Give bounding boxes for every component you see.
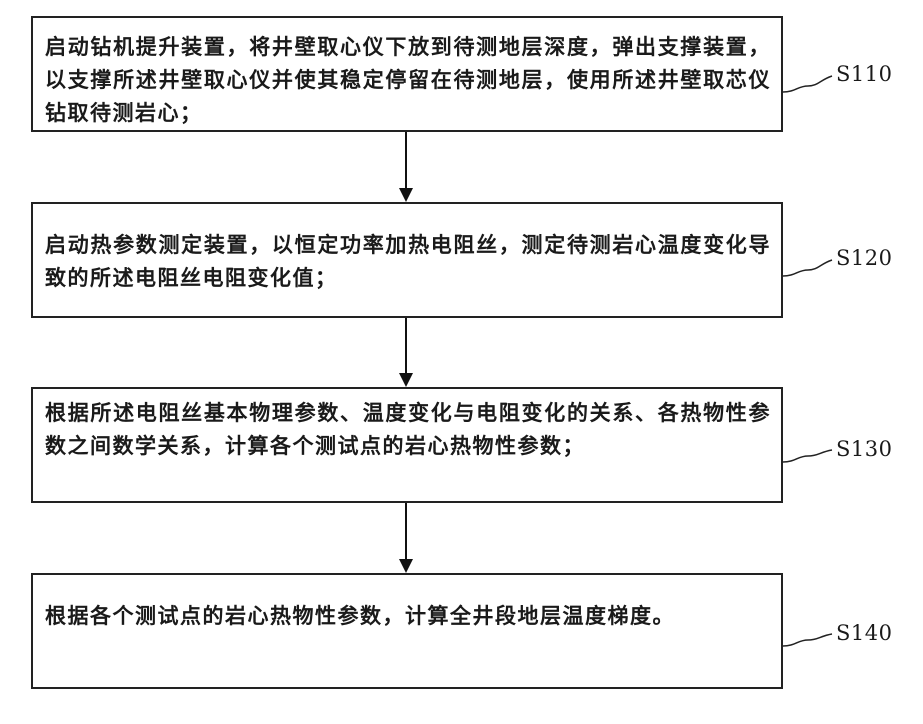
- step-label-s120: S120: [836, 246, 892, 270]
- step-label-s110: S110: [836, 62, 892, 86]
- leader-line-s130: [783, 450, 832, 462]
- flow-arrow-s120-s130: [399, 318, 413, 387]
- step-text-s110: 启动钻机提升装置，将井壁取心仪下放到待测地层深度，弹出支撑装置，以支撑所述井壁取…: [45, 30, 771, 129]
- leader-line-s140: [783, 634, 832, 646]
- step-text-s130: 根据所述电阻丝基本物理参数、温度变化与电阻变化的关系、各热物性参数之间数学关系，…: [45, 396, 771, 462]
- flow-arrow-s110-s120: [399, 132, 413, 202]
- flow-arrow-s130-s140: [399, 503, 413, 573]
- step-text-s120: 启动热参数测定装置，以恒定功率加热电阻丝，测定待测岩心温度变化导致的所述电阻丝电…: [45, 228, 771, 294]
- leader-line-s110: [783, 76, 832, 92]
- step-label-s140: S140: [836, 621, 892, 645]
- step-box-s120: 启动热参数测定装置，以恒定功率加热电阻丝，测定待测岩心温度变化导致的所述电阻丝电…: [31, 202, 783, 318]
- step-label-s130: S130: [836, 437, 892, 461]
- step-box-s130: 根据所述电阻丝基本物理参数、温度变化与电阻变化的关系、各热物性参数之间数学关系，…: [31, 387, 783, 503]
- step-box-s140: 根据各个测试点的岩心热物性参数，计算全井段地层温度梯度。: [31, 573, 783, 689]
- step-text-s140: 根据各个测试点的岩心热物性参数，计算全井段地层温度梯度。: [45, 599, 771, 632]
- step-box-s110: 启动钻机提升装置，将井壁取心仪下放到待测地层深度，弹出支撑装置，以支撑所述井壁取…: [31, 16, 783, 132]
- leader-line-s120: [783, 260, 832, 276]
